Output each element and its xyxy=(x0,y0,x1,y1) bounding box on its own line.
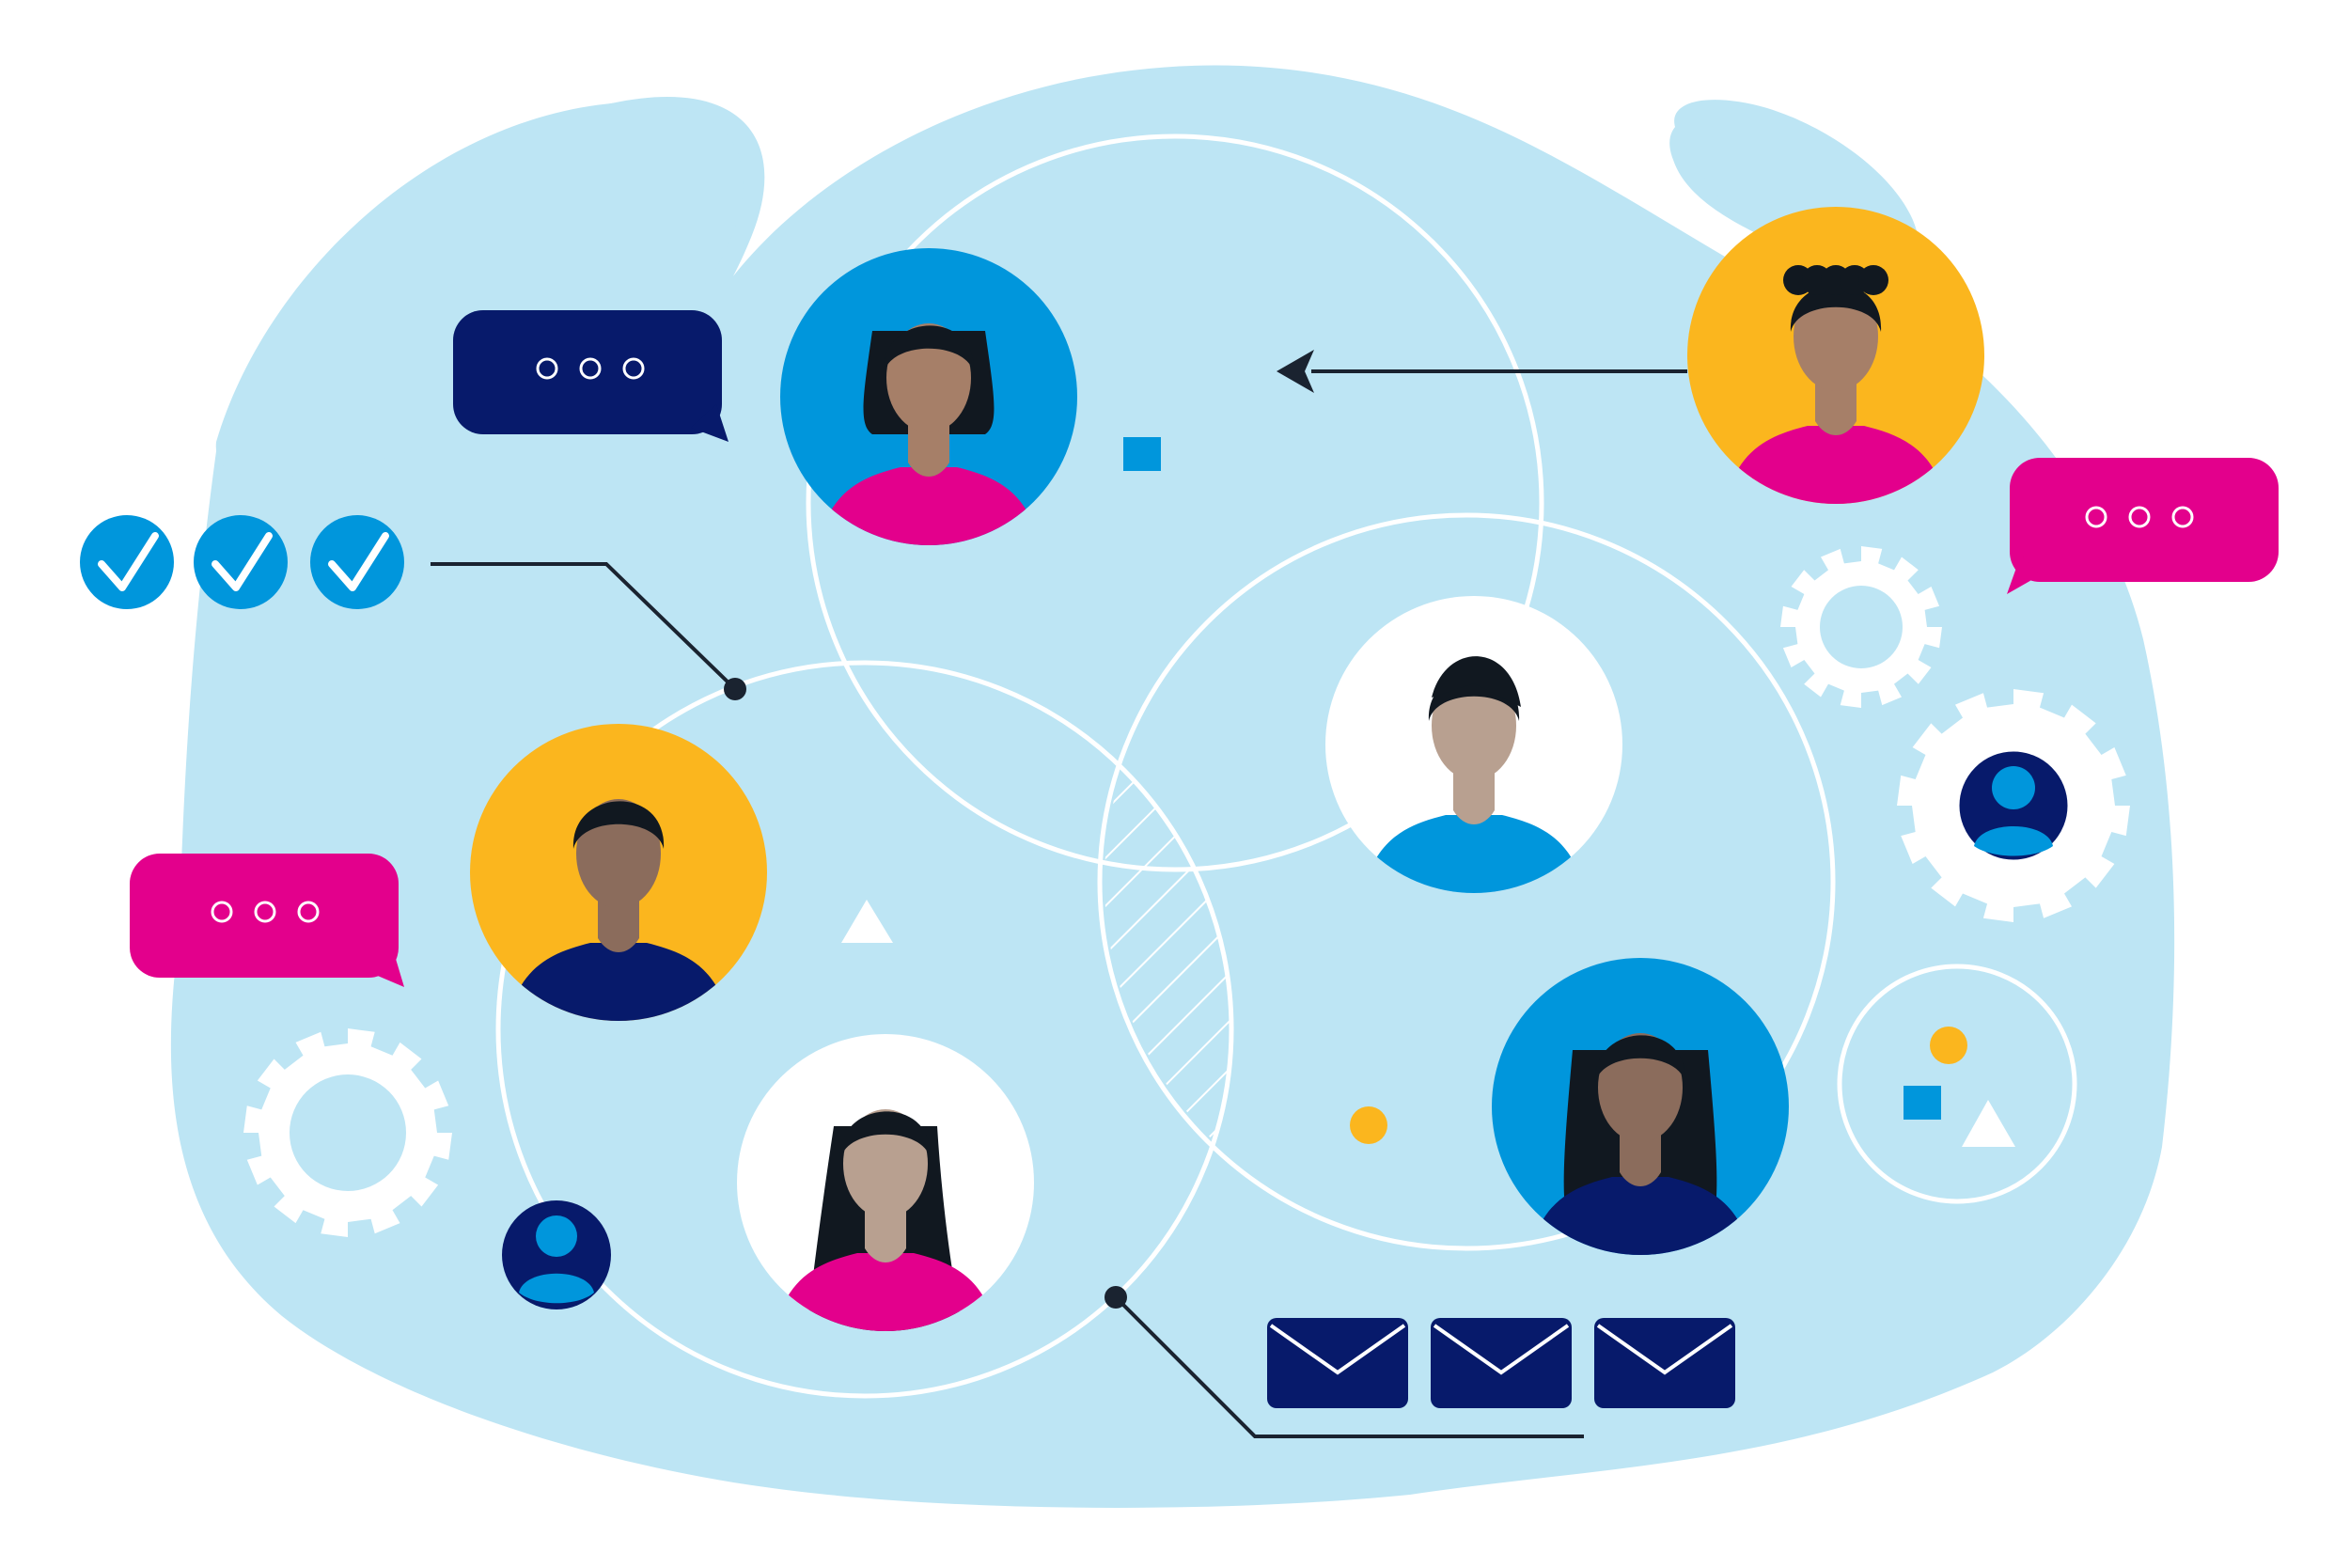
connector-circle-to-mail xyxy=(1114,1295,1584,1438)
mail-envelope-icon[interactable] xyxy=(1431,1318,1572,1408)
user-badge-icon[interactable] xyxy=(1954,746,2073,865)
connector-checks-to-circle xyxy=(431,562,737,691)
mail-envelope-icon[interactable] xyxy=(1594,1318,1735,1408)
check-circle-icon[interactable] xyxy=(194,515,288,609)
person-avatar-icon[interactable] xyxy=(1687,207,1984,515)
person-avatar-icon[interactable] xyxy=(1492,958,1789,1266)
decor-shapes xyxy=(841,437,2077,1204)
user-badge-icon[interactable] xyxy=(502,1200,611,1309)
check-circle-icon[interactable] xyxy=(310,515,404,609)
connector-lines xyxy=(431,369,1687,1438)
mail-envelopes xyxy=(1267,1318,1735,1408)
gear-icon xyxy=(243,1028,452,1237)
arrow-left-icon xyxy=(1277,350,1314,393)
venn-circle-right xyxy=(1097,512,1836,1251)
chat-bubble-icon[interactable] xyxy=(453,310,728,442)
triangle-shape xyxy=(841,900,893,943)
shapes-circle xyxy=(1837,964,2077,1204)
dot-shape xyxy=(1350,1106,1387,1144)
check-circle-icon[interactable] xyxy=(80,515,174,609)
venn-circle-left xyxy=(495,660,1234,1399)
connector-dot-top xyxy=(724,678,746,700)
chat-bubble-icon[interactable] xyxy=(2007,458,2279,594)
square-shape xyxy=(1123,437,1161,471)
chat-bubble-icon[interactable] xyxy=(130,854,404,987)
mail-envelope-icon[interactable] xyxy=(1267,1318,1408,1408)
check-marks xyxy=(80,515,404,609)
connector-dot-bottom xyxy=(1104,1286,1127,1309)
person-avatar-icon[interactable] xyxy=(737,1034,1034,1342)
gear-icon xyxy=(1780,546,1942,708)
